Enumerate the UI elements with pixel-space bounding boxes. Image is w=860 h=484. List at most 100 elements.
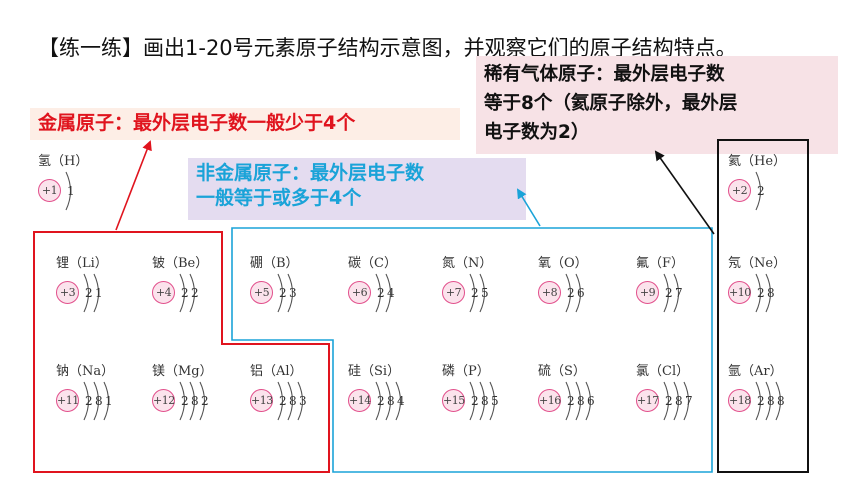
shell-electron-count: 7	[685, 394, 693, 408]
shell-electron-count: 2	[279, 286, 287, 300]
shell-electron-count: 4	[387, 286, 395, 300]
nucleus-charge: +9	[636, 281, 659, 304]
shell-electron-count: 6	[577, 286, 585, 300]
shell-arc	[199, 381, 206, 421]
shell-electron-count: 8	[777, 394, 785, 408]
noble-gas-callout: 稀有气体原子：最外层电子数 等于8个（氦原子除外，最外层 电子数为2）	[476, 56, 838, 154]
shell-arc	[93, 273, 100, 313]
element-name: 碳（C）	[348, 256, 397, 271]
nucleus-charge: +18	[728, 389, 751, 412]
shell-electron-count: 6	[587, 394, 595, 408]
element-name: 氩（Ar）	[728, 364, 783, 379]
shell-arc	[277, 381, 284, 421]
element-name: 钠（Na）	[56, 364, 115, 379]
nucleus-charge: +14	[348, 389, 371, 412]
shell-arc	[287, 381, 294, 421]
electron-shells: 1	[65, 171, 75, 211]
nucleus-charge: +3	[56, 281, 79, 304]
element-name: 氖（Ne）	[728, 256, 787, 271]
shell-arc	[93, 381, 100, 421]
nonmetal-callout-line: 非金属原子：最外层电子数	[196, 162, 425, 184]
shell-electron-count: 3	[289, 286, 297, 300]
shell-electron-count: 2	[757, 286, 765, 300]
shell-arc	[83, 273, 90, 313]
nucleus-charge: +12	[152, 389, 175, 412]
shell-electron-count: 2	[665, 286, 673, 300]
nucleus-charge: +17	[636, 389, 659, 412]
shell-arc	[673, 273, 680, 313]
shell-arc	[585, 381, 592, 421]
shell-electron-count: 2	[85, 286, 93, 300]
element-name: 硼（B）	[250, 256, 299, 271]
shell-arc	[489, 381, 496, 421]
nucleus-charge: +4	[152, 281, 175, 304]
shell-electron-count: 8	[481, 394, 489, 408]
element-name: 氦（He）	[728, 154, 787, 169]
shell-arc	[179, 381, 186, 421]
nucleus-charge: +6	[348, 281, 371, 304]
nucleus-charge: +16	[538, 389, 561, 412]
shell-electron-count: 1	[67, 184, 75, 198]
shell-arc	[469, 273, 476, 313]
element-name: 磷（P）	[442, 364, 490, 379]
shell-electron-count: 1	[95, 286, 103, 300]
shell-electron-count: 2	[85, 394, 93, 408]
nucleus-charge: +10	[728, 281, 751, 304]
shell-arc	[663, 273, 670, 313]
nonmetal-callout-line: 一般等于或多于4个	[196, 187, 362, 209]
shell-electron-count: 8	[767, 394, 775, 408]
shell-electron-count: 2	[567, 394, 575, 408]
element-name: 氟（F）	[636, 256, 685, 271]
shell-electron-count: 8	[95, 394, 103, 408]
shell-arc	[683, 381, 690, 421]
element-name: 硅（Si）	[348, 364, 401, 379]
nucleus-charge: +2	[728, 179, 751, 202]
shell-arc	[375, 381, 382, 421]
shell-arc	[277, 273, 284, 313]
shell-arc	[565, 381, 572, 421]
shell-arc	[385, 381, 392, 421]
shell-arc	[775, 381, 782, 421]
shell-electron-count: 2	[191, 286, 199, 300]
element-name: 氯（Cl）	[636, 364, 690, 379]
shell-electron-count: 7	[675, 286, 683, 300]
shell-arc	[565, 273, 572, 313]
shell-electron-count: 2	[665, 394, 673, 408]
element-name: 氮（N）	[442, 256, 493, 271]
shell-electron-count: 2	[181, 394, 189, 408]
shell-arc	[189, 381, 196, 421]
shell-electron-count: 2	[201, 394, 209, 408]
shell-arc	[375, 273, 382, 313]
shell-arc	[189, 273, 196, 313]
nucleus-charge: +1	[38, 179, 61, 202]
nucleus-charge: +8	[538, 281, 561, 304]
shell-arc	[65, 171, 72, 211]
shell-electron-count: 2	[567, 286, 575, 300]
nucleus-charge: +15	[442, 389, 465, 412]
shell-arc	[575, 381, 582, 421]
nucleus-charge: +11	[56, 389, 79, 412]
shell-arc	[103, 381, 110, 421]
